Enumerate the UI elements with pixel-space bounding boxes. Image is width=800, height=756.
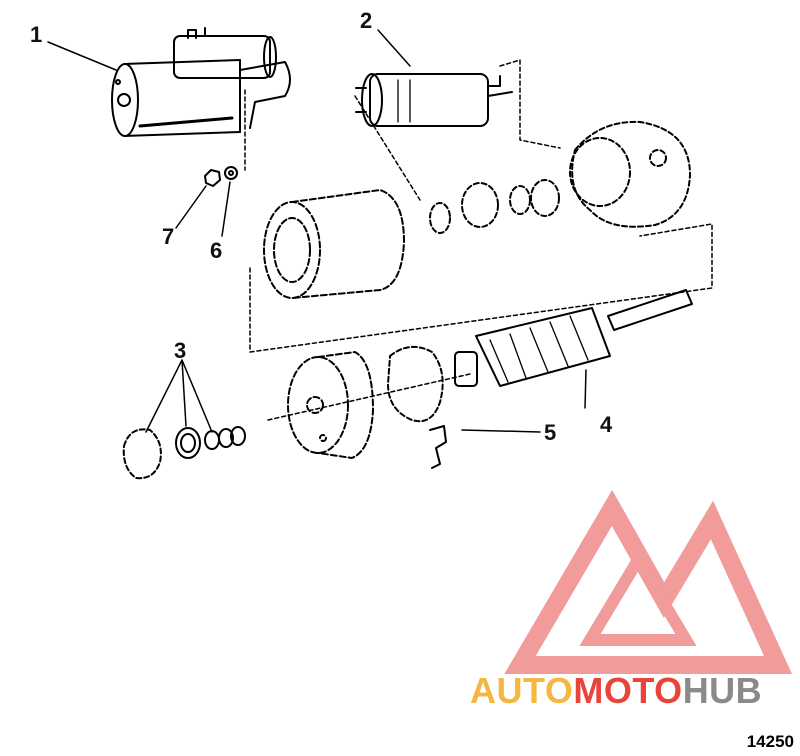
callout-6: 6 (210, 238, 223, 263)
watermark-text-hub: HUB (682, 670, 763, 711)
brush-plate (387, 345, 444, 423)
callout-2: 2 (360, 8, 373, 33)
watermark-logo-mark (504, 489, 792, 674)
field-frame (263, 189, 405, 299)
drive-gear-components (429, 179, 560, 234)
callout-1: 1 (30, 22, 43, 47)
armature (454, 289, 693, 387)
figure-number: 14250 (746, 732, 794, 751)
solenoid (355, 73, 513, 127)
callout-3: 3 (174, 338, 187, 363)
brush-spring (429, 425, 447, 469)
watermark-text-moto: MOTO (573, 670, 683, 711)
commutator-end-housing (287, 351, 374, 459)
nut-and-washer (204, 166, 238, 187)
callout-leader-lines (47, 29, 587, 433)
drive-end-housing (569, 120, 691, 228)
callout-7: 7 (162, 224, 175, 249)
end-cover-and-washers (122, 426, 246, 480)
callout-4: 4 (600, 412, 613, 437)
assembly-bracket-lines (244, 59, 713, 421)
watermark-text-auto: AUTO (470, 670, 574, 711)
watermark-text: AUTOMOTOHUB (470, 670, 762, 712)
starter-motor-assembly (111, 27, 291, 137)
callout-5: 5 (544, 420, 557, 445)
